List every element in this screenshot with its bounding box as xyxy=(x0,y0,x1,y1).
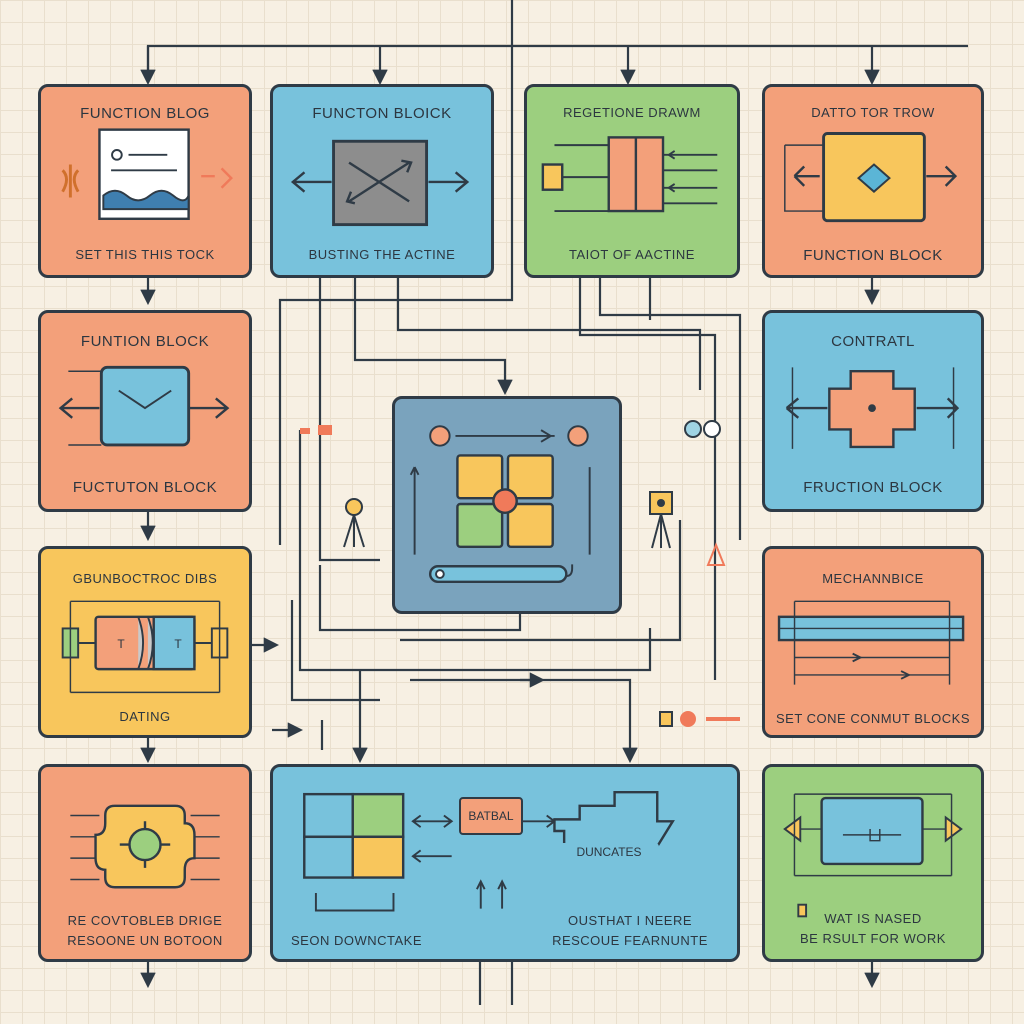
caption-right-line2: RESCOUE FEARNUNTE xyxy=(552,933,708,948)
general-dibs-block[interactable]: GBUNBOCTROC DIBS T T DATING xyxy=(38,546,252,738)
screen-icon xyxy=(783,793,963,918)
function-block-top-left[interactable]: FUNCTION BLOG SET THIS THIS TOCK xyxy=(38,84,252,278)
block-title: GBUNBOCTROC DIBS xyxy=(72,571,218,586)
block-caption: BUSTING THE ACTINE xyxy=(308,247,456,262)
mechanism-block[interactable]: MECHANNBICE SET CONE CONMUT BLOCKS xyxy=(762,546,984,738)
function-block-left-2[interactable]: FUNTION BLOCK FUCTUTON BLOCK xyxy=(38,310,252,512)
inner-label-left: T xyxy=(117,637,125,651)
block-caption-line1: RE COVTOBLEB DRIGE xyxy=(67,913,223,928)
duncates-label: DUNCATES xyxy=(559,843,659,865)
processor-icon xyxy=(409,425,591,584)
block-title: FUNCTION BLOG xyxy=(80,105,210,122)
shuffle-icon xyxy=(290,139,470,227)
split-diagram-icon xyxy=(541,136,718,213)
block-caption-line2: RESOONE UN BOTOON xyxy=(67,933,223,948)
control-block[interactable]: CONTRATL FRUCTION BLOCK xyxy=(762,310,984,512)
diamond-icon xyxy=(784,132,958,223)
central-processor-block[interactable] xyxy=(392,396,622,614)
function-block-3[interactable]: REGETIONE DRAWM TAIOT OF AACTINE xyxy=(524,84,740,278)
block-caption-line1: WAT IS NASED xyxy=(824,911,922,926)
grid-flow-icon xyxy=(303,791,675,912)
block-title: DATTO TOR TROW xyxy=(811,105,935,120)
rail-icon xyxy=(777,600,965,685)
cog-hub-icon xyxy=(70,804,220,889)
block-caption: TAIOT OF AACTINE xyxy=(569,247,695,262)
block-caption: FUNCTION BLOCK xyxy=(803,247,943,264)
coupling-icon xyxy=(61,600,229,694)
bottom-right-block[interactable]: WAT IS NASED BE RSULT FOR WORK xyxy=(762,764,984,962)
block-caption-line2: BE RSULT FOR WORK xyxy=(800,931,946,946)
block-title: FUNTION BLOCK xyxy=(80,333,210,350)
block-caption: FRUCTION BLOCK xyxy=(803,479,943,496)
function-block-top-right[interactable]: DATTO TOR TROW FUNCTION BLOCK xyxy=(762,84,984,278)
tripod-icon xyxy=(649,491,673,549)
function-block-2[interactable]: FUNCTON BLOICK BUSTING THE ACTINE xyxy=(270,84,494,278)
block-title: MECHANNBICE xyxy=(822,571,924,586)
block-title: REGETIONE DRAWM xyxy=(563,105,701,120)
block-title: CONTRATL xyxy=(831,333,915,350)
bottom-left-block[interactable]: RE COVTOBLEB DRIGE RESOONE UN BOTOON xyxy=(38,764,252,962)
document-icon xyxy=(61,128,233,221)
connector-plug-icon xyxy=(785,367,960,449)
caption-right-line1: OUSTHAT I NEERE xyxy=(567,913,693,928)
inner-label-right: T xyxy=(174,637,182,651)
block-caption: FUCTUTON BLOCK xyxy=(72,479,218,496)
tripod-icon xyxy=(343,498,365,548)
block-caption: SET THIS THIS TOCK xyxy=(75,247,215,262)
block-caption: SET CONE CONMUT BLOCKS xyxy=(776,711,970,726)
caption-left: SEON DOWNCTAKE xyxy=(291,933,422,948)
bottom-center-block[interactable]: BATBAL DUNCATES SEON DOWNCTAKE OUSTHAT I… xyxy=(270,764,740,962)
split-arrow-icon xyxy=(58,365,230,447)
block-title: FUNCTON BLOICK xyxy=(312,105,452,122)
block-caption: DATING xyxy=(119,709,171,724)
gear-icon xyxy=(429,425,589,447)
batch-label: BATBAL xyxy=(459,797,523,835)
